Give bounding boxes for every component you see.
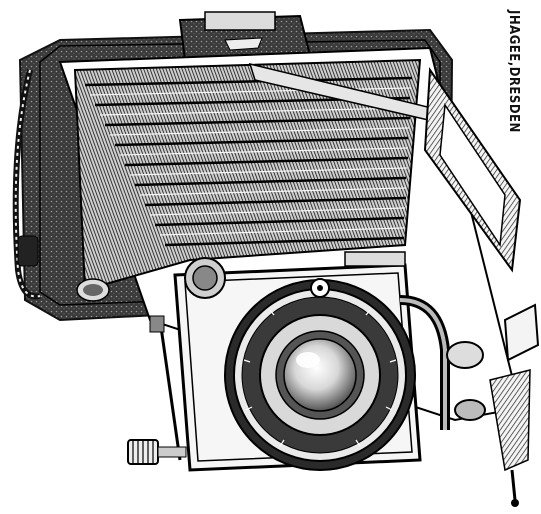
carry-strap <box>12 69 41 300</box>
maker-badge <box>76 278 110 302</box>
lens-assembly <box>224 278 416 471</box>
bellows <box>73 58 422 292</box>
side-finder-door <box>423 67 522 273</box>
focus-knob <box>149 257 226 333</box>
maker-inscription: JHAGEE,DRESDEN <box>506 10 521 133</box>
top-viewfinder <box>178 11 312 62</box>
hinge-knobs <box>446 303 540 507</box>
tripod-screw <box>127 439 187 465</box>
front-struts <box>158 295 450 461</box>
